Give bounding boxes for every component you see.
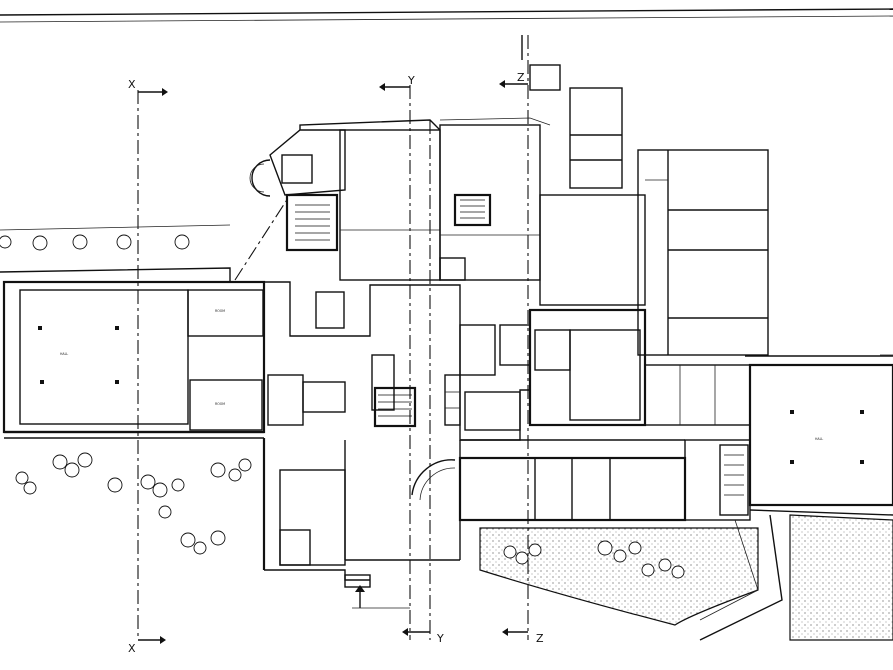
east-centre-block [528,308,751,427]
section-marker-y-bottom: Y [436,632,444,645]
section-marker-x-top: X [128,78,136,91]
central-north-block [439,124,541,281]
section-marker-x-bottom: X [128,642,136,655]
svg-text:ROOM: ROOM [215,309,225,313]
north-east-block [529,64,769,356]
east-wing: HALL [745,355,893,516]
drawing-border [0,8,893,23]
section-line-x [137,88,168,644]
svg-text:HALL: HALL [60,352,68,356]
north-west-tower [234,119,441,281]
section-line-y [379,83,431,640]
central-core [264,281,531,560]
section-marker-y-top: Y [407,74,415,87]
entrance-marker [352,585,410,609]
south-west-rooms [262,438,460,588]
landscape-area [479,514,893,641]
south-classrooms [411,439,751,522]
west-wing: HALL ROOM ROOM [0,267,266,439]
svg-text:HALL: HALL [815,437,823,441]
north-roof-outline [439,35,893,356]
section-marker-z-top: Z [517,71,525,84]
tree-row-top-left [0,224,231,251]
svg-text:ROOM: ROOM [215,402,225,406]
tree-clusters-south [15,452,685,579]
section-marker-z-bottom: Z [536,632,544,645]
